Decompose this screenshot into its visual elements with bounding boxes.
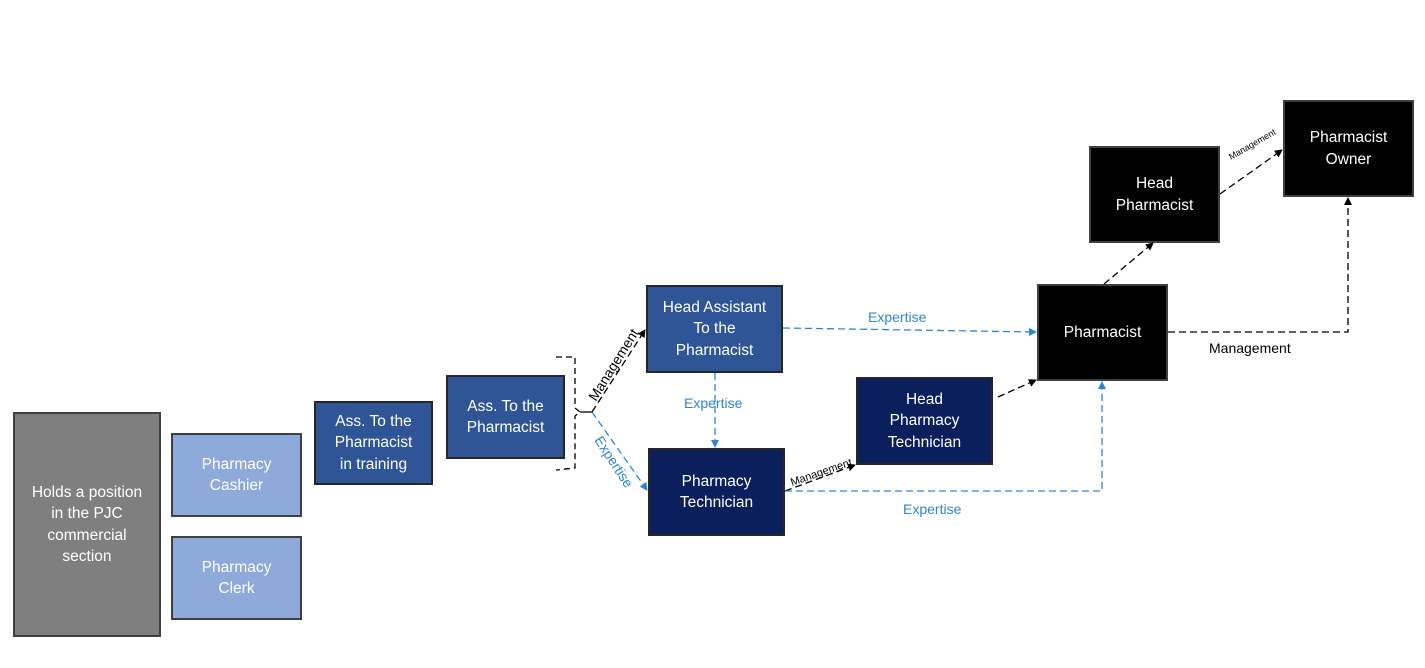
label-expertise-technician: Expertise [903,501,962,517]
label-management-head-pharmacist: Management [1227,127,1278,162]
edge-mgmt-assistant-head-assistant [591,329,646,413]
edge-mgmt-pharmacist-owner [1168,197,1352,333]
node-assistant: Ass. To the Pharmacist [446,375,565,459]
edge-mgmt-technician-head-technician [784,463,856,492]
label-management-assistant: Management [585,326,642,404]
node-pharmacist: Pharmacist [1037,284,1168,381]
node-assistant-in-training: Ass. To the Pharmacist in training [314,401,433,485]
label-expertise-assistant: Expertise [591,433,636,491]
node-pharmacy-technician: Pharmacy Technician [648,448,785,536]
edge-mgmt-head-technician-pharmacist [997,379,1037,398]
edge-mgmt-pharmacist-head-pharmacist [1103,242,1154,285]
bracket [555,356,582,471]
node-pharmacy-clerk: Pharmacy Clerk [171,536,302,620]
label-expertise-head-assistant-down: Expertise [684,395,743,411]
edge-mgmt-head-pharmacist-owner [1219,149,1283,195]
node-pjc-commercial: Holds a position in the PJC commercial s… [13,412,161,637]
node-head-assistant: Head Assistant To the Pharmacist [646,285,783,373]
edge-exp-assistant-technician [591,411,648,491]
edge-exp-head-assistant-pharmacist [782,327,1037,336]
node-pharmacist-owner: Pharmacist Owner [1283,100,1414,197]
label-management-pharmacist-owner: Management [1209,340,1291,356]
node-pharmacy-cashier: Pharmacy Cashier [171,433,302,517]
label-management-technician: Management [789,457,854,489]
node-head-pharmacist: Head Pharmacist [1089,146,1220,243]
edge-exp-technician-pharmacist [785,381,1106,492]
label-expertise-head-assistant-right: Expertise [868,309,927,325]
node-head-pharmacy-technician: Head Pharmacy Technician [856,377,993,465]
